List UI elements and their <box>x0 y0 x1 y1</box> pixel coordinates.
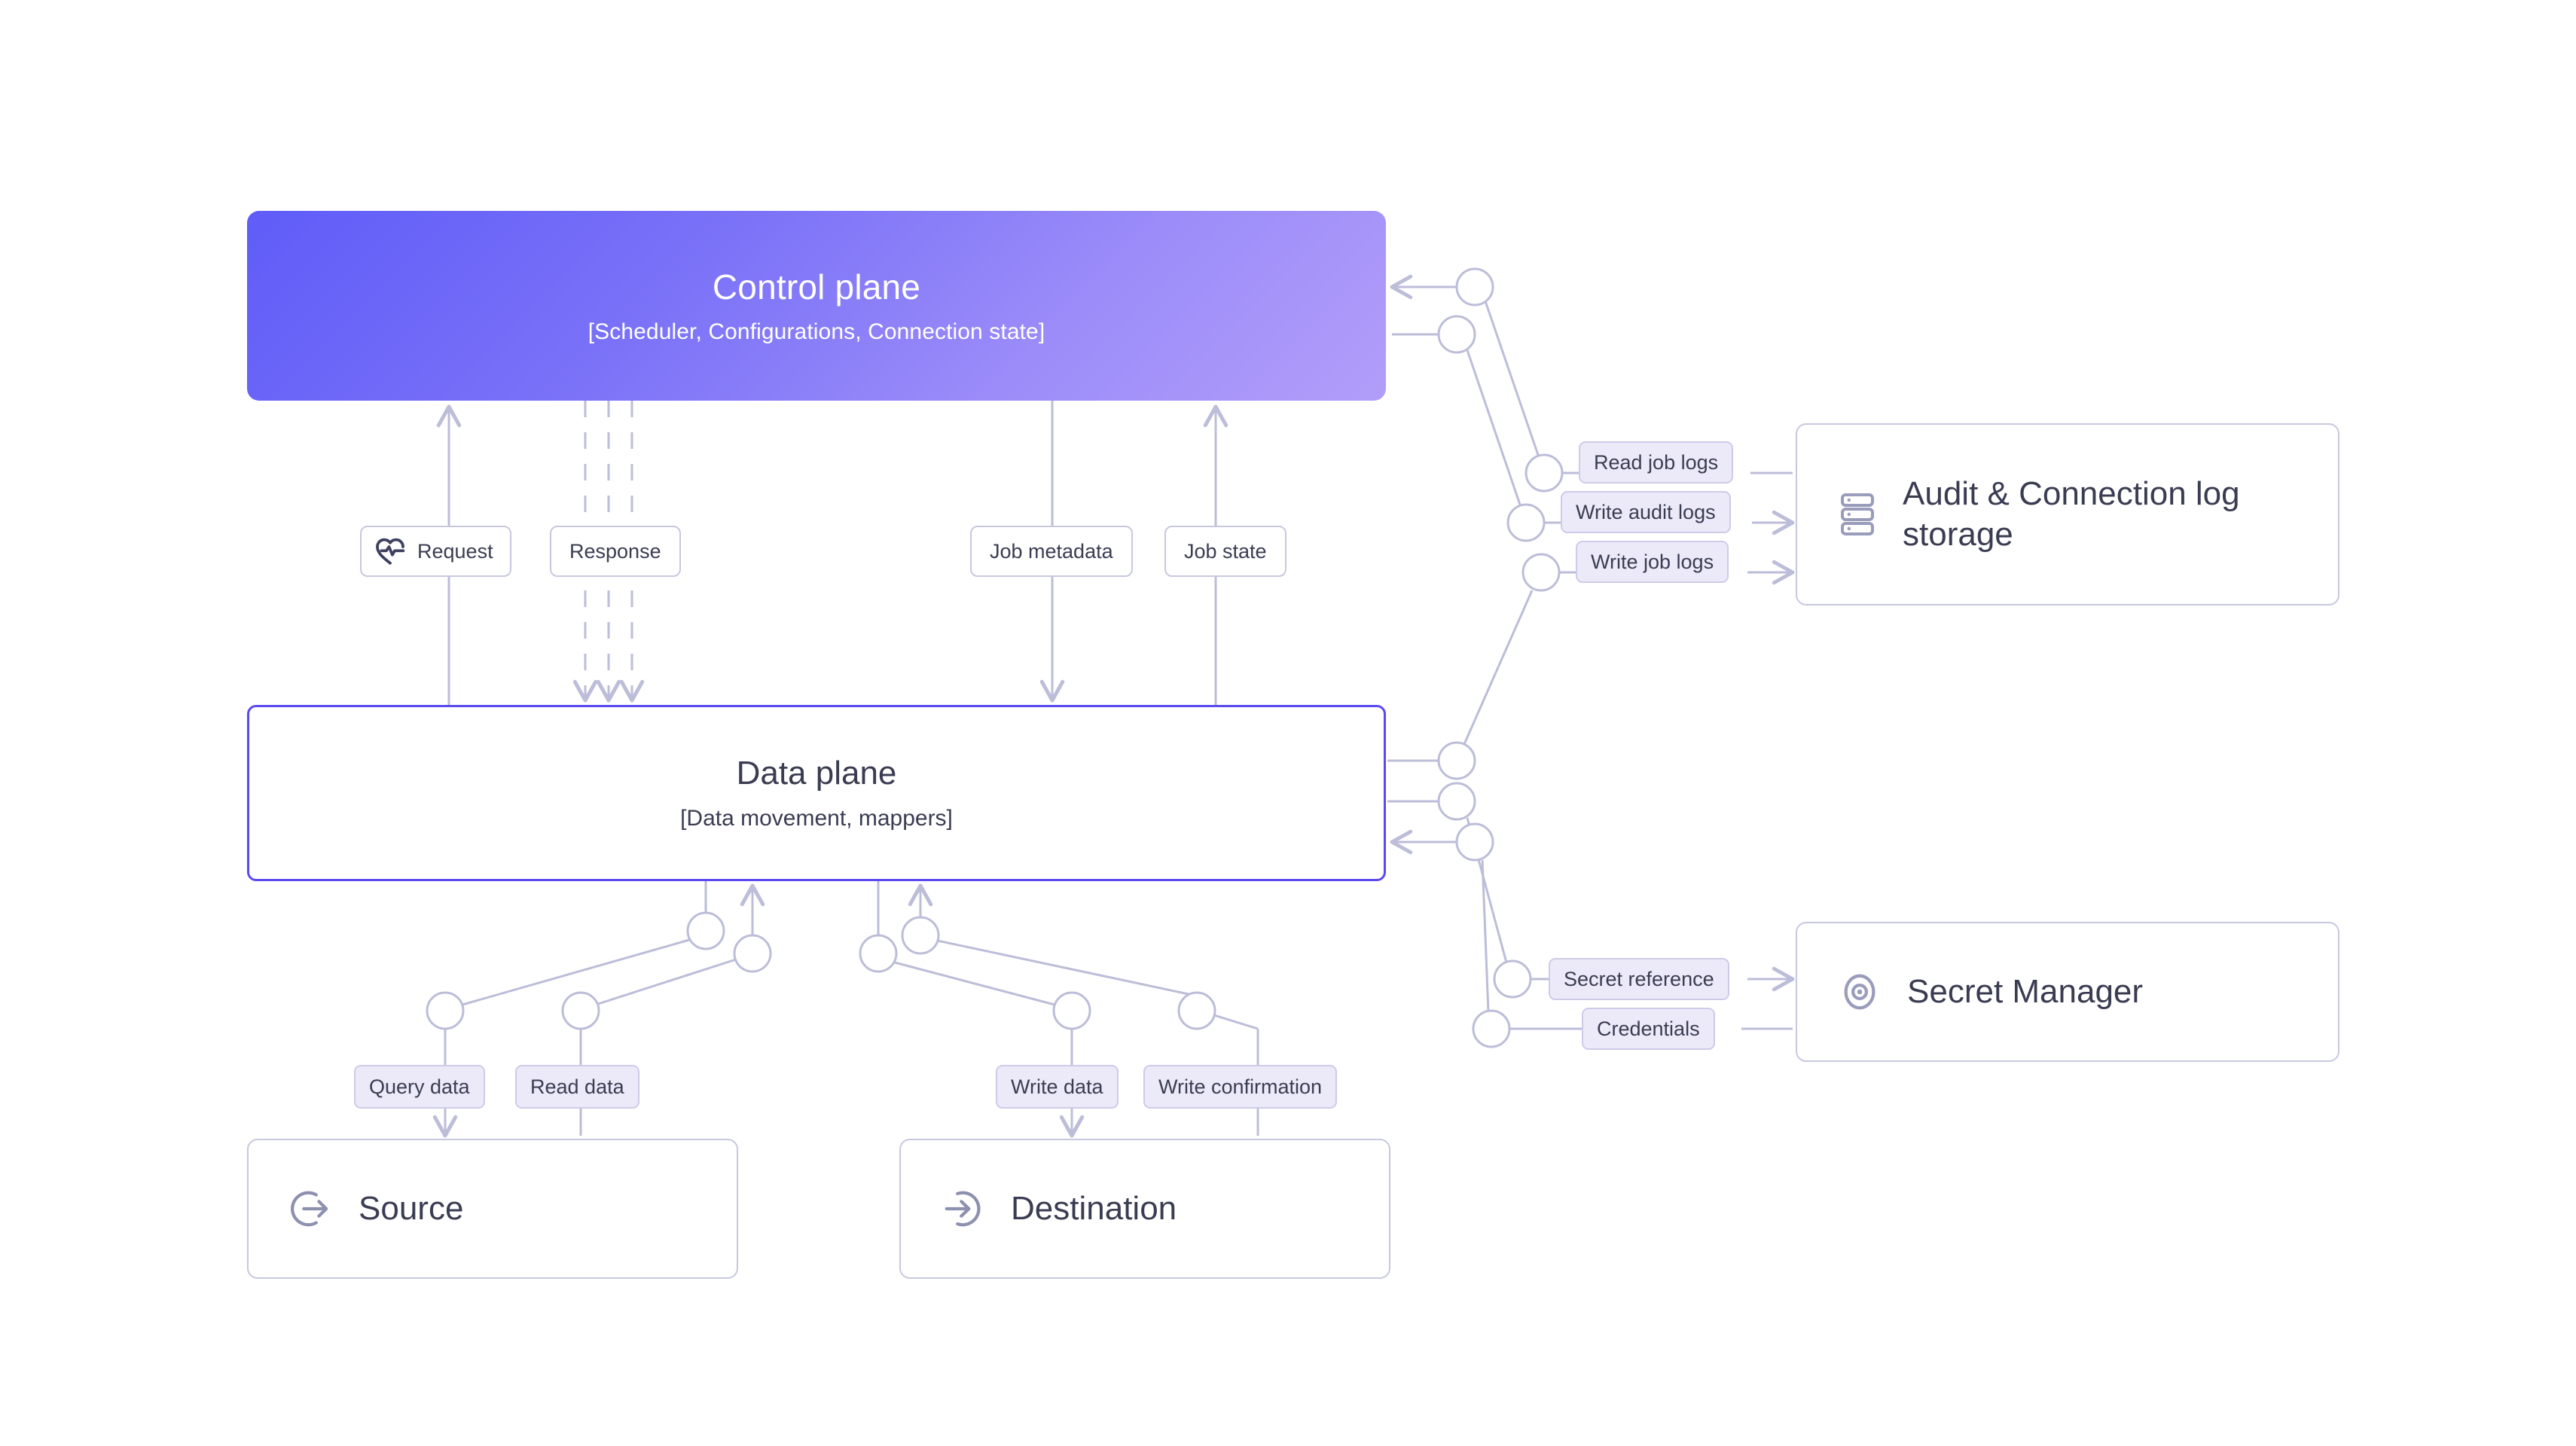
data-plane-box[interactable]: Data plane [Data movement, mappers] <box>247 705 1386 881</box>
edge-label-write-data-text: Write data <box>1011 1075 1103 1098</box>
edge-label-query-data[interactable]: Query data <box>354 1065 485 1109</box>
edge-label-response[interactable]: Response <box>550 526 681 577</box>
edge-label-response-text: Response <box>569 539 661 563</box>
edge-label-job-metadata[interactable]: Job metadata <box>970 526 1133 577</box>
control-plane-subtitle: [Scheduler, Configurations, Connection s… <box>588 319 1045 344</box>
edge-label-secret-reference[interactable]: Secret reference <box>1549 958 1729 1000</box>
data-plane-subtitle: [Data movement, mappers] <box>680 806 953 831</box>
edge-label-write-audit-logs-text: Write audit logs <box>1576 500 1716 523</box>
destination-box[interactable]: Destination <box>899 1139 1390 1279</box>
audit-log-storage-label: Audit & Connection log storage <box>1903 475 2240 553</box>
edge-label-write-job-logs[interactable]: Write job logs <box>1576 541 1729 583</box>
edge-label-job-state-text: Job state <box>1184 539 1267 563</box>
database-stack-icon <box>1838 490 1877 538</box>
data-plane-title: Data plane <box>736 755 897 792</box>
arrow-in-circle-icon <box>942 1187 985 1231</box>
source-box[interactable]: Source <box>247 1139 738 1279</box>
edge-label-write-confirmation-text: Write confirmation <box>1158 1075 1323 1098</box>
control-plane-box[interactable]: Control plane [Scheduler, Configurations… <box>247 211 1386 401</box>
edge-label-write-confirmation[interactable]: Write confirmation <box>1143 1065 1338 1109</box>
edge-label-credentials[interactable]: Credentials <box>1582 1008 1715 1050</box>
destination-label: Destination <box>1011 1190 1177 1228</box>
audit-log-storage-box[interactable]: Audit & Connection log storage <box>1796 423 2339 606</box>
secret-manager-box[interactable]: Secret Manager <box>1796 922 2339 1062</box>
edge-label-read-job-logs[interactable]: Read job logs <box>1579 441 1734 484</box>
secret-eye-icon <box>1838 970 1882 1014</box>
edge-label-request-text: Request <box>417 539 493 563</box>
heart-pulse-icon <box>375 537 405 566</box>
arrow-out-circle-icon <box>289 1187 333 1231</box>
edge-label-write-data[interactable]: Write data <box>996 1065 1119 1109</box>
edge-label-read-job-logs-text: Read job logs <box>1594 450 1719 474</box>
edge-label-query-data-text: Query data <box>369 1075 470 1098</box>
source-label: Source <box>359 1190 464 1228</box>
edge-label-job-state[interactable]: Job state <box>1164 526 1286 577</box>
control-plane-title: Control plane <box>712 267 921 307</box>
edge-label-credentials-text: Credentials <box>1597 1017 1700 1040</box>
edge-label-secret-reference-text: Secret reference <box>1564 967 1714 990</box>
edge-label-job-metadata-text: Job metadata <box>990 539 1113 563</box>
edge-label-request[interactable]: Request <box>360 526 511 577</box>
edge-label-write-job-logs-text: Write job logs <box>1591 550 1714 573</box>
edge-label-read-data-text: Read data <box>530 1075 624 1098</box>
edge-label-write-audit-logs[interactable]: Write audit logs <box>1561 491 1731 533</box>
secret-manager-label: Secret Manager <box>1907 973 2144 1011</box>
edge-label-read-data[interactable]: Read data <box>515 1065 639 1109</box>
